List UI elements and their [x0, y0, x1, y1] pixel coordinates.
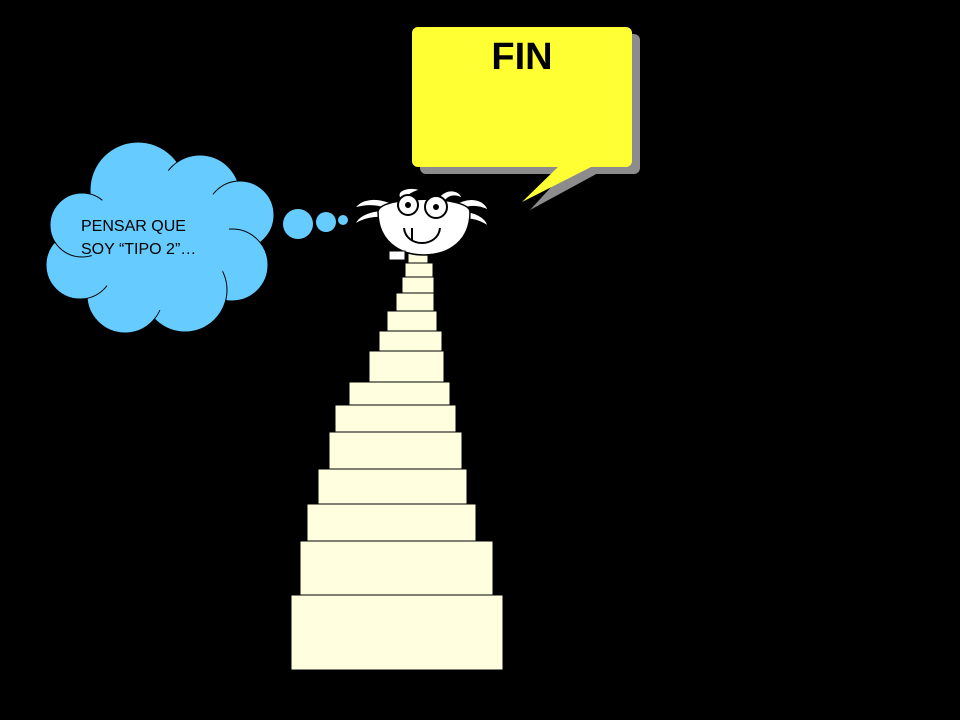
- cartoon-character: [353, 187, 489, 261]
- staircase: [290, 251, 504, 671]
- thought-bubble-text: PENSAR QUE SOY “TIPO 2”…: [81, 215, 251, 261]
- thought-cloud: [45, 141, 275, 334]
- speech-bubble: [412, 27, 632, 202]
- speech-bubble-text: FIN: [491, 36, 553, 78]
- thought-line-1: PENSAR QUE: [81, 218, 186, 235]
- thought-trail: [283, 209, 348, 239]
- thought-line-2: SOY “TIPO 2”…: [81, 241, 197, 258]
